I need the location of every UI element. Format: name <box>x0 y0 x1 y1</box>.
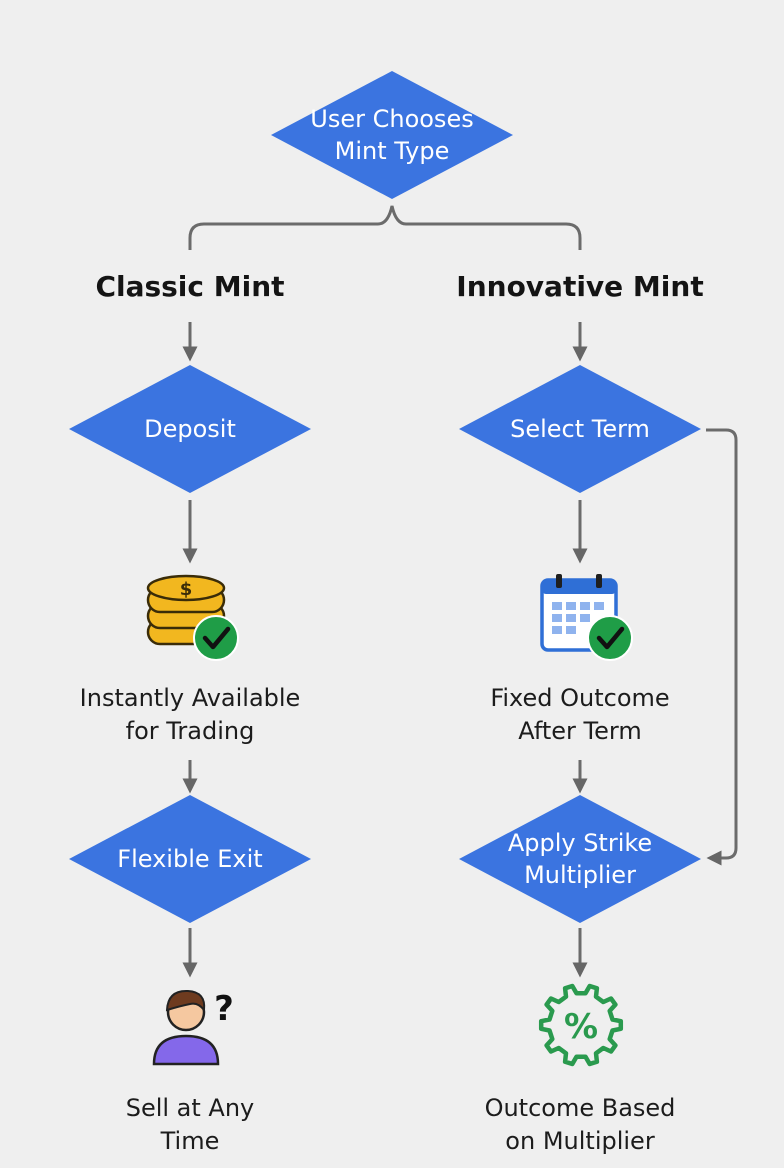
percent-gear-icon: % <box>538 982 624 1072</box>
sell-any-time-caption: Sell at Any Time <box>30 1092 350 1158</box>
fixed-outcome-line2: After Term <box>518 717 642 745</box>
select-term-diamond: Select Term <box>458 364 702 494</box>
apply-strike-line1: Apply Strike <box>507 829 653 857</box>
deposit-step-diamond: Deposit <box>68 364 312 494</box>
outcome-multiplier-caption: Outcome Based on Multiplier <box>420 1092 740 1158</box>
svg-text:$: $ <box>180 579 193 600</box>
instantly-available-line2: for Trading <box>125 717 255 745</box>
coins-check-icon: $ <box>140 570 244 668</box>
fixed-outcome-line1: Fixed Outcome <box>490 684 670 712</box>
apply-strike-multiplier-label: Apply Strike Multiplier <box>468 827 692 891</box>
root-label-line1: User Chooses <box>310 105 474 133</box>
root-decision-diamond: User Chooses Mint Type <box>270 70 514 200</box>
classic-mint-title: Classic Mint <box>95 270 285 303</box>
instantly-available-line1: Instantly Available <box>79 684 301 712</box>
outcome-multiplier-line2: on Multiplier <box>505 1127 655 1155</box>
apply-strike-multiplier-diamond: Apply Strike Multiplier <box>458 794 702 924</box>
outcome-multiplier-line1: Outcome Based <box>484 1094 676 1122</box>
svg-text:%: % <box>564 1007 598 1047</box>
calendar-check-icon <box>536 570 640 668</box>
instantly-available-caption: Instantly Available for Trading <box>30 682 350 748</box>
root-decision-label: User Chooses Mint Type <box>270 103 513 167</box>
flexible-exit-label: Flexible Exit <box>117 845 263 873</box>
apply-strike-line2: Multiplier <box>524 861 636 889</box>
select-term-label: Select Term <box>510 415 650 443</box>
sell-any-time-line1: Sell at Any <box>125 1094 255 1122</box>
branch-brace <box>188 205 582 250</box>
innovative-mint-title: Innovative Mint <box>456 270 704 303</box>
sell-any-time-line2: Time <box>160 1127 220 1155</box>
flexible-exit-diamond: Flexible Exit <box>68 794 312 924</box>
root-label-line2: Mint Type <box>334 137 450 165</box>
svg-text:?: ? <box>214 989 234 1029</box>
deposit-step-label: Deposit <box>144 415 236 443</box>
fixed-outcome-caption: Fixed Outcome After Term <box>420 682 740 748</box>
person-question-icon: ? <box>146 980 242 1070</box>
arrow-term-to-strike-bypass <box>706 428 738 866</box>
